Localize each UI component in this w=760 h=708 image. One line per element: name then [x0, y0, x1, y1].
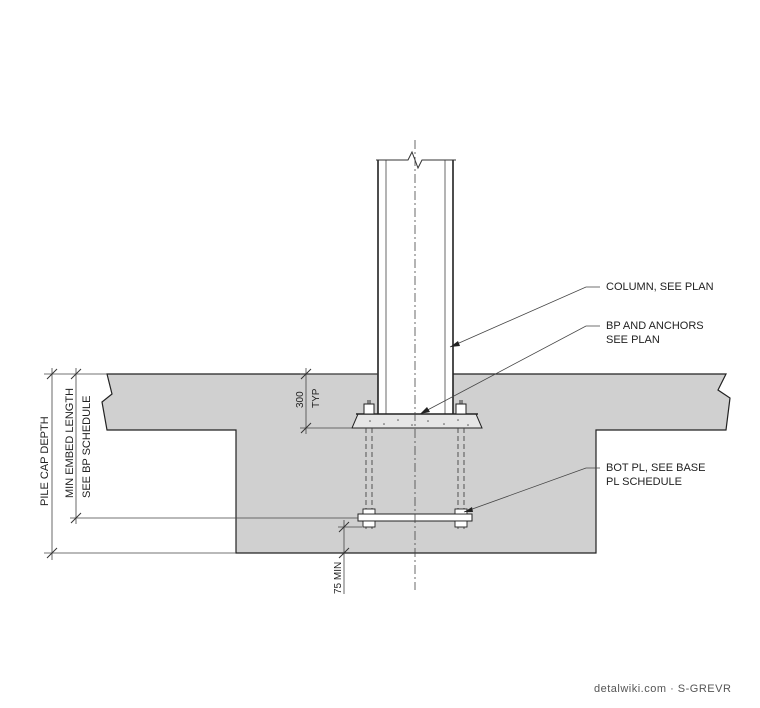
- steel-column: [376, 150, 456, 414]
- leader-lines: [419, 286, 600, 513]
- dim-300-text: 300: [295, 391, 306, 408]
- min-embed-text-line2: SEE BP SCHEDULE: [81, 395, 93, 498]
- watermark: detalwiki.com · S-GREVR: [594, 683, 731, 695]
- bot-pl-label-line2: PL SCHEDULE: [606, 476, 682, 488]
- top-anchor-nuts: [363, 400, 467, 415]
- bot-pl-label-line1: BOT PL, SEE BASE: [606, 462, 705, 474]
- pile-cap-concrete: [101, 373, 731, 554]
- dim-75-min-text: 75 MIN: [333, 562, 344, 594]
- bp-anchors-label-line2: SEE PLAN: [606, 334, 660, 346]
- bp-anchors-label-line1: BP AND ANCHORS: [606, 320, 704, 332]
- dimension-min-embed: [70, 368, 358, 524]
- column-label: COLUMN, SEE PLAN: [606, 281, 714, 293]
- dim-typ-text: TYP: [311, 388, 322, 408]
- dimension-300-typ: [300, 368, 378, 434]
- pile-cap-depth-text: PILE CAP DEPTH: [39, 416, 51, 506]
- dimension-75-min: [338, 520, 362, 594]
- min-embed-text-line1: MIN EMBED LENGTH: [64, 388, 76, 498]
- base-plate: [351, 413, 483, 429]
